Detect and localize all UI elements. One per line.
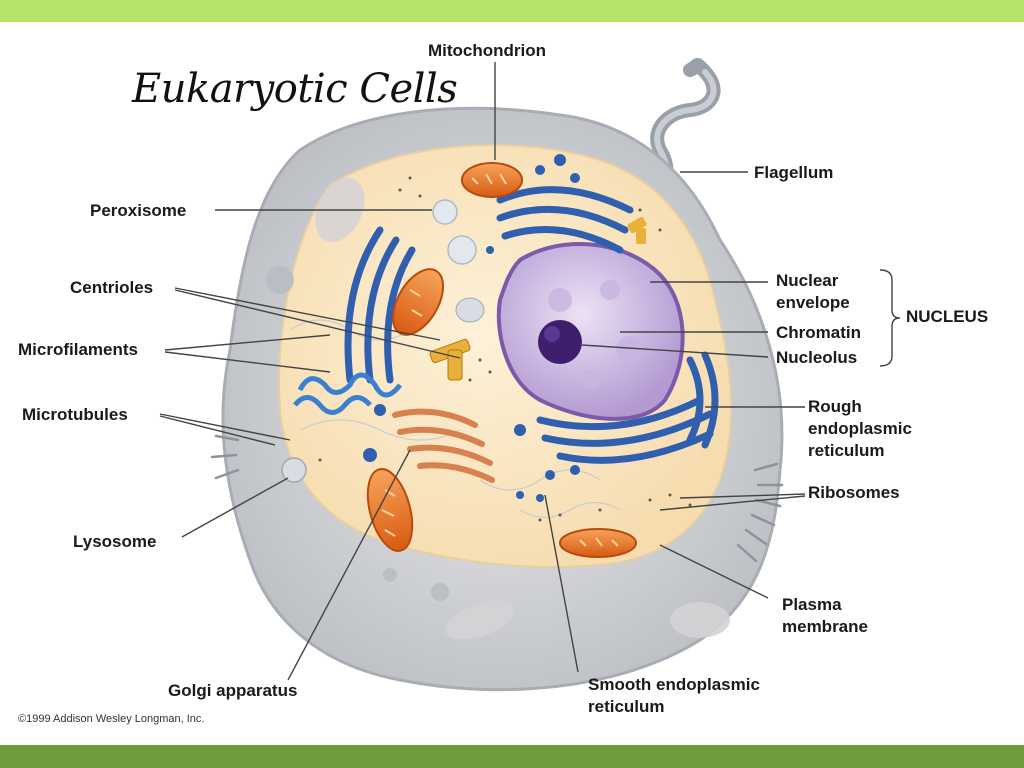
label-nucleus-group: NUCLEUS: [906, 307, 988, 326]
vesicle: [447, 235, 477, 265]
peroxisome: [432, 199, 458, 225]
label-nucleolus: Nucleolus: [776, 348, 857, 367]
label-ribosomes: Ribosomes: [808, 483, 900, 502]
label-smooth-er-line1: Smooth endoplasmic: [588, 675, 760, 694]
nucleus-bracket: [879, 269, 901, 367]
copyright-notice: ©1999 Addison Wesley Longman, Inc.: [18, 713, 205, 725]
ribosomes-dots: [318, 176, 692, 522]
label-nuclear-envelope-line1: Nuclear: [776, 271, 839, 290]
top-accent-band: [0, 0, 1024, 22]
label-flagellum: Flagellum: [754, 163, 833, 182]
centrioles-flagellum-base: [627, 216, 647, 244]
label-golgi-apparatus: Golgi apparatus: [168, 681, 297, 700]
label-mitochondrion: Mitochondrion: [428, 41, 546, 60]
er-vesicles: [363, 154, 580, 502]
label-rough-er-line2: endoplasmic: [808, 419, 912, 438]
microvilli: [210, 434, 784, 563]
page-title: Eukaryotic Cells: [132, 66, 458, 112]
label-plasma-membrane-line2: membrane: [782, 617, 868, 636]
vacuole: [455, 297, 485, 323]
label-plasma-membrane-line1: Plasma: [782, 595, 842, 614]
rough-er: [344, 186, 719, 464]
label-smooth-er-line2: reticulum: [588, 697, 665, 716]
nucleolus: [538, 320, 582, 364]
nucleus-shape: [496, 242, 685, 421]
label-centrioles: Centrioles: [70, 278, 153, 297]
label-microfilaments: Microfilaments: [18, 340, 138, 359]
lysosome: [281, 457, 307, 483]
label-peroxisome: Peroxisome: [90, 201, 186, 220]
label-microtubules: Microtubules: [22, 405, 128, 424]
smooth-er: [293, 372, 402, 415]
mitochondria-cristae: [381, 173, 619, 547]
bottom-accent-band: [0, 745, 1024, 768]
label-rough-er-line1: Rough: [808, 397, 862, 416]
label-lysosome: Lysosome: [73, 532, 156, 551]
chromatin: [548, 280, 644, 390]
leader-lines: [159, 62, 901, 681]
label-chromatin: Chromatin: [776, 323, 861, 342]
mitochondria: [366, 162, 637, 558]
golgi-apparatus: [392, 408, 495, 483]
label-rough-er-line3: reticulum: [808, 441, 885, 460]
label-nuclear-envelope-line2: envelope: [776, 293, 850, 312]
